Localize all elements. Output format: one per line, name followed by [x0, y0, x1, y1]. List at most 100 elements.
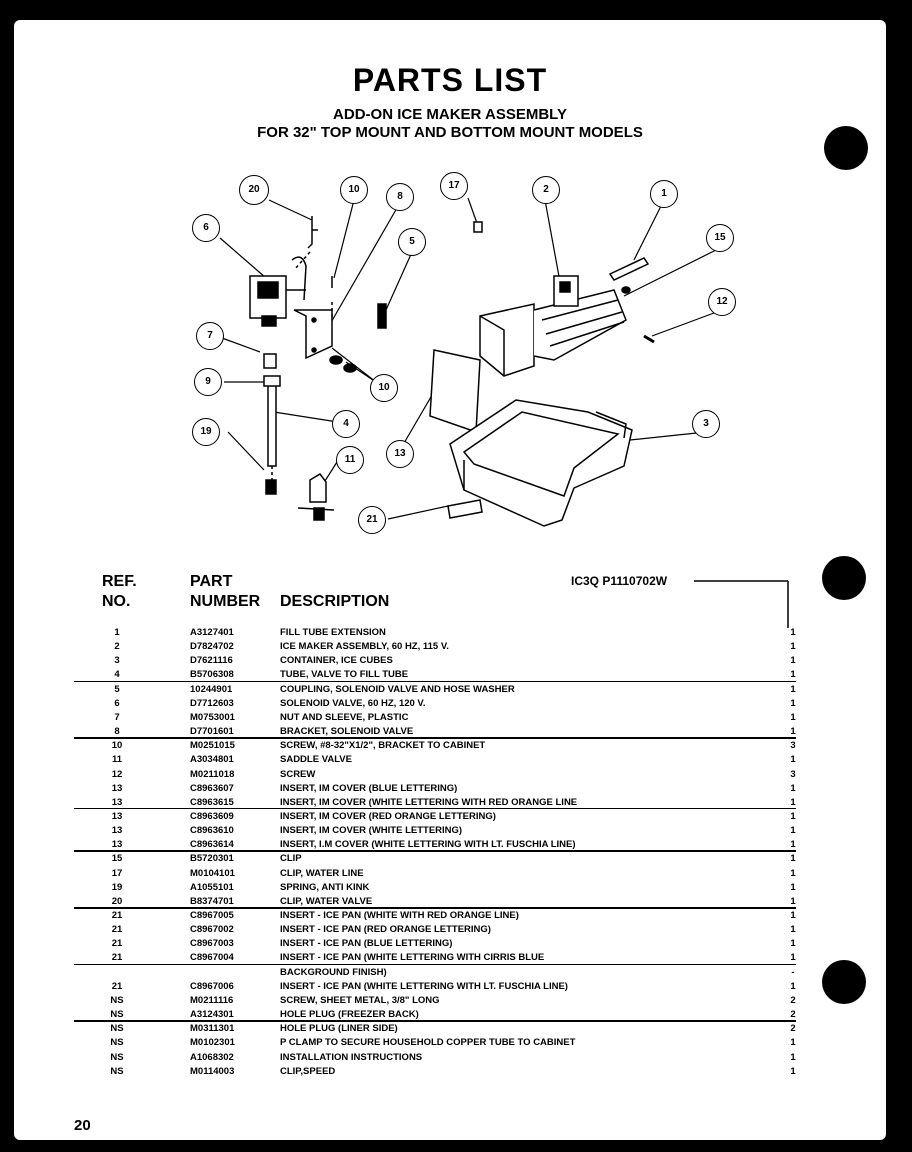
ref-cell: 13 [111, 810, 123, 822]
ref-cell: NS [110, 1023, 124, 1035]
ref-cell: 21 [111, 910, 123, 921]
description-cell: BACKGROUND FINISH) [280, 966, 387, 978]
quantity-cell: 1 [790, 825, 796, 837]
part-number-cell: A1055101 [190, 881, 234, 893]
ref-cell: 13 [111, 796, 123, 808]
description-cell: INSERT, IM COVER (BLUE LETTERING) [280, 782, 458, 794]
group-divider [74, 737, 796, 739]
description-cell: INSERT - ICE PAN (BLUE LETTERING) [280, 938, 453, 950]
part-number-cell: M0251015 [190, 740, 235, 752]
part-number-cell: A3034801 [190, 754, 234, 766]
description-cell: CLIP, WATER LINE [280, 867, 364, 879]
ref-cell: 12 [111, 768, 123, 780]
ref-cell: 13 [111, 839, 123, 851]
description-cell: CLIP,SPEED [280, 1065, 336, 1077]
part-number-cell: B5706308 [190, 669, 234, 681]
quantity-cell: 1 [790, 726, 796, 738]
screw-parts-lower [329, 355, 357, 373]
ref-cell: NS [110, 1051, 124, 1063]
quantity-cell: 1 [790, 669, 796, 681]
callout-7: 7 [196, 322, 224, 350]
part-number-cell: C8963610 [190, 825, 234, 837]
quantity-cell: 1 [790, 1037, 796, 1049]
table-row: BACKGROUND FINISH) - [14, 966, 886, 980]
part-number-cell: M0311301 [190, 1023, 235, 1035]
group-divider [74, 963, 796, 966]
description-cell: COUPLING, SOLENOID VALVE AND HOSE WASHER [280, 683, 515, 695]
callout-12: 12 [708, 288, 736, 316]
page-title: PARTS LIST [352, 62, 548, 98]
ref-cell: 3 [114, 655, 120, 667]
callout-10: 10 [340, 176, 368, 204]
callout-2: 2 [532, 176, 560, 204]
group-divider [74, 680, 796, 683]
part-number-cell: C8967002 [190, 924, 234, 936]
description-cell: SCREW, #8-32"X1/2", BRACKET TO CABINET [280, 740, 486, 752]
part-number-cell: C8963615 [190, 796, 234, 808]
description-cell: CLIP [280, 853, 302, 865]
ref-cell: NS [110, 1009, 124, 1021]
solenoid-valve-part [249, 256, 307, 327]
callout-3: 3 [692, 410, 720, 438]
quantity-cell: 1 [790, 697, 796, 709]
ref-cell: 21 [111, 938, 123, 950]
ref-cell: 5 [114, 683, 120, 695]
callout-10: 10 [370, 374, 398, 402]
description-cell: CLIP, WATER VALVE [280, 895, 373, 907]
binder-hole-top [824, 126, 868, 170]
quantity-cell: 2 [790, 1009, 796, 1021]
ref-cell: 6 [114, 697, 120, 709]
quantity-cell: 1 [790, 938, 796, 950]
nut-sleeve-part [263, 353, 277, 369]
callout-11: 11 [336, 446, 364, 474]
callout-13: 13 [386, 440, 414, 468]
part-number-cell: A1068302 [190, 1051, 234, 1063]
description-cell: HOLE PLUG (LINER SIDE) [280, 1023, 398, 1035]
description-cell: INSTALLATION INSTRUCTIONS [280, 1051, 423, 1063]
document-page: PARTS LIST ADD-ON ICE MAKER ASSEMBLY FOR… [14, 20, 886, 1140]
quantity-cell: 1 [790, 796, 796, 808]
quantity-cell: 1 [790, 754, 796, 766]
ref-cell: 11 [111, 754, 123, 766]
quantity-cell: 1 [790, 980, 796, 992]
part-number-cell: D7824702 [190, 641, 234, 653]
ice-pan-insert-part [447, 499, 483, 519]
callout-15: 15 [706, 224, 734, 252]
ref-cell: NS [110, 994, 124, 1006]
ref-cell: 13 [111, 825, 123, 837]
part-number-cell: C8967003 [190, 938, 234, 950]
callout-9: 9 [194, 368, 222, 396]
header-description: DESCRIPTION [280, 593, 390, 610]
description-cell: SPRING, ANTI KINK [280, 881, 370, 893]
part-number-cell: D7712603 [190, 697, 234, 709]
quantity-cell: 2 [790, 1023, 796, 1035]
description-cell: FILL TUBE EXTENSION [280, 627, 386, 638]
ref-cell: 15 [111, 853, 123, 865]
description-cell: INSERT, IM COVER (WHITE LETTERING WITH R… [280, 796, 578, 808]
ref-cell: 21 [111, 924, 123, 936]
table-row: 21 C8967003 INSERT - ICE PAN (BLUE LETTERI… [14, 937, 886, 951]
subtitle-models: FOR 32" TOP MOUNT AND BOTTOM MOUNT MODEL… [257, 124, 643, 141]
quantity-cell: - [791, 966, 795, 978]
description-cell: ICE MAKER ASSEMBLY, 60 HZ, 115 V. [280, 641, 449, 653]
fill-tube-extension-part [608, 257, 650, 281]
exploded-parts-diagram [219, 197, 723, 527]
header-ref-no: REF. NO. [102, 572, 137, 612]
group-divider [74, 850, 796, 852]
callout-21: 21 [358, 506, 386, 534]
description-cell: TUBE, VALVE TO FILL TUBE [280, 669, 409, 681]
quantity-cell: 1 [790, 711, 796, 723]
description-cell: INSERT - ICE PAN (RED ORANGE LETTERING) [280, 924, 491, 936]
anti-kink-spring-part [265, 479, 277, 495]
quantity-cell: 1 [790, 881, 796, 893]
